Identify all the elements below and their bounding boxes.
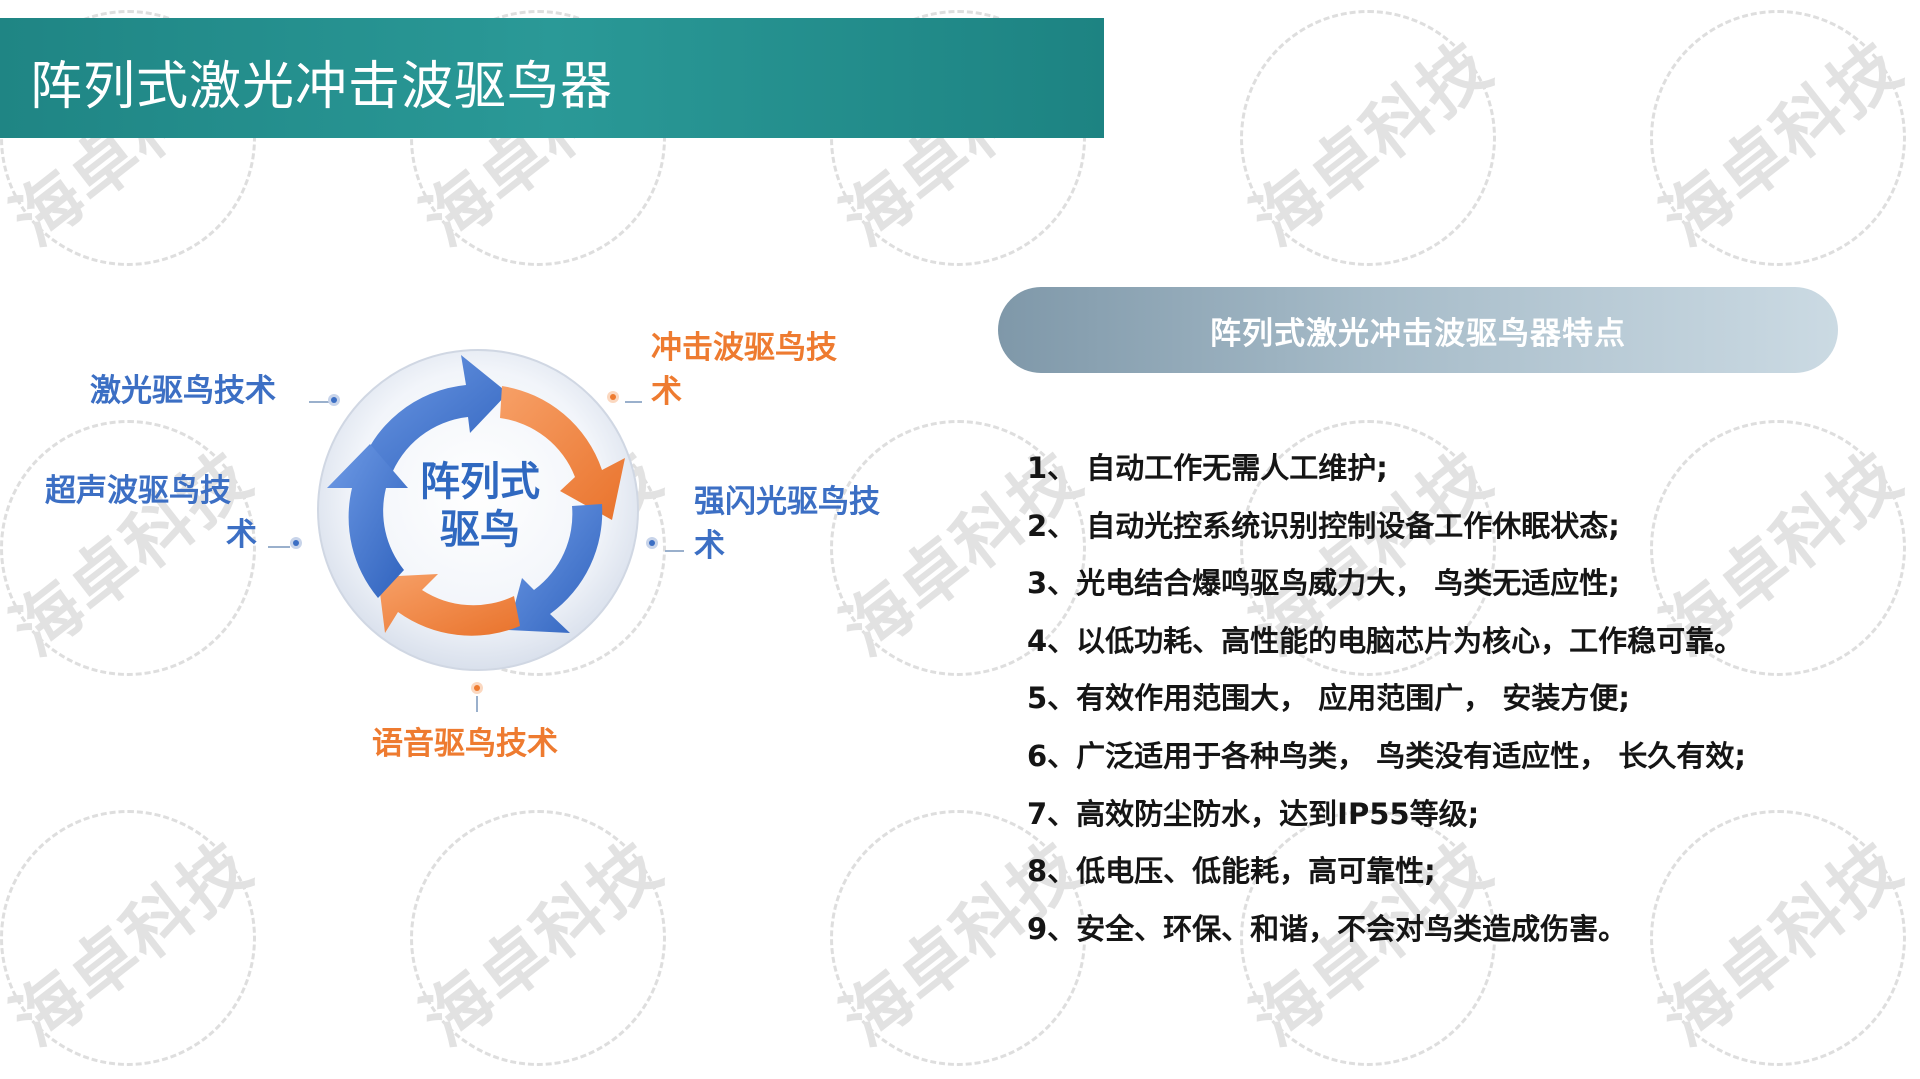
diagram-center-label: 阵列式 驱鸟 [400,458,560,554]
label-laser: 激光驱鸟技术 [90,373,276,409]
feature-item: 1、 自动工作无需人工维护; [1027,451,1388,485]
label-connectors [268,401,684,712]
center-line-1: 阵列式 [420,459,540,505]
label-ultrasonic-line2: 术 [226,517,257,553]
feature-item: 2、 自动光控系统识别控制设备工作休眠状态; [1027,508,1620,543]
feature-item: 7、高效防尘防水，达到IP55等级; [1027,796,1480,831]
label-shockwave-line2: 术 [651,374,682,410]
label-ultrasonic-line1: 超声波驱鸟技 [45,473,231,509]
arrow-blue-left [327,444,408,598]
feature-item: 9、安全、环保、和谐，不会对鸟类造成伤害。 [1027,911,1628,946]
connector-dots [290,391,658,694]
feature-item: 6、广泛适用于各种鸟类， 鸟类没有适应性， 长久有效; [1027,738,1746,773]
center-line-2: 驱鸟 [440,507,520,553]
features-panel-title: 阵列式激光冲击波驱鸟器特点 [1210,315,1626,352]
page-title: 阵列式激光冲击波驱鸟器 [30,57,614,117]
arrow-blue-top [358,355,508,478]
feature-item: 3、光电结合爆鸣驱鸟威力大， 鸟类无适应性; [1027,566,1620,601]
title-bar: 阵列式激光冲击波驱鸟器 [0,18,1104,138]
label-strobe-line1: 强闪光驱鸟技 [694,484,880,520]
arrow-blue-right [508,504,603,633]
arrow-orange-bottom [378,574,520,636]
label-voice: 语音驱鸟技术 [372,726,558,762]
feature-item: 4、以低功耗、高性能的电脑芯片为核心，工作稳可靠。 [1027,623,1744,658]
features-list: 1、 自动工作无需人工维护; 2、 自动光控系统识别控制设备工作休眠状态; 3、… [1027,440,1907,958]
label-strobe-line2: 术 [694,528,725,564]
label-shockwave-line1: 冲击波驱鸟技 [651,330,837,366]
features-panel-header: 阵列式激光冲击波驱鸟器特点 [998,287,1838,373]
feature-item: 8、低电压、低能耗，高可靠性; [1027,854,1436,889]
feature-item: 5、有效作用范围大， 应用范围广， 安装方便; [1027,681,1630,716]
arrow-orange-right [500,386,625,520]
